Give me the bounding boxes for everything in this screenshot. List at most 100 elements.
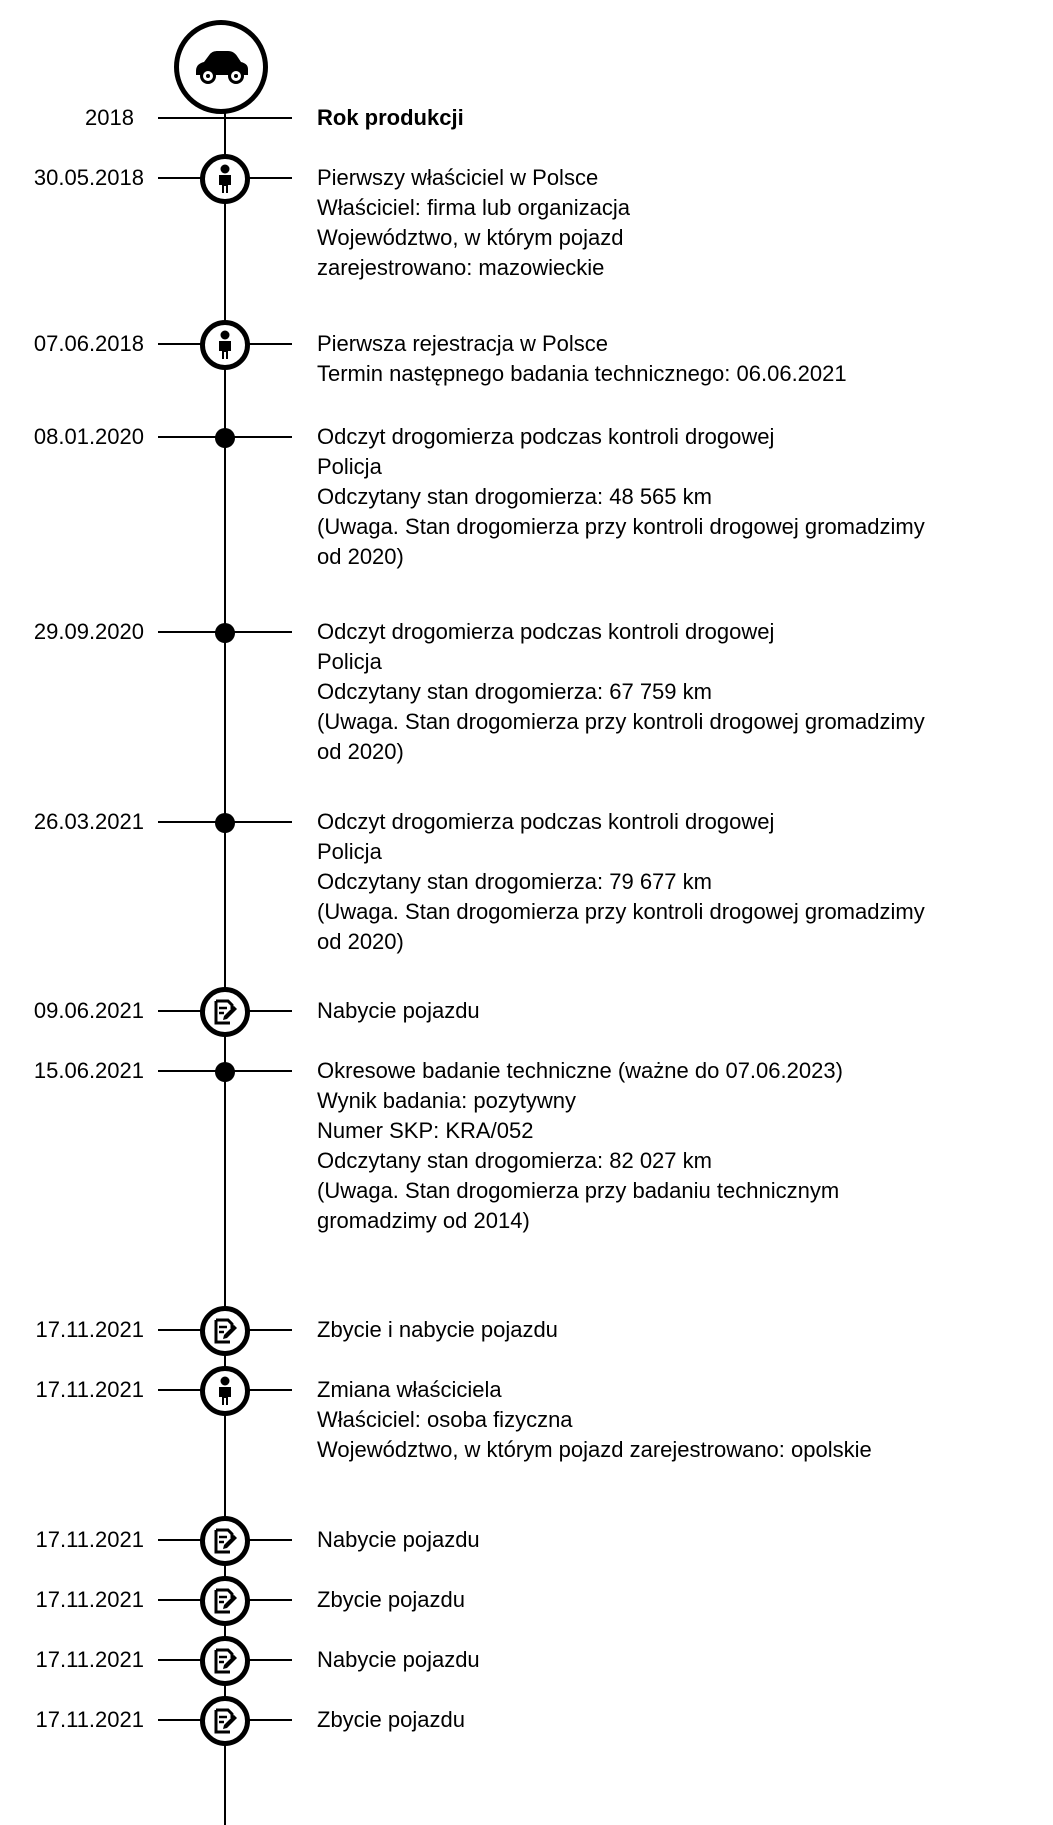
person-icon [200,154,250,204]
person-icon [200,320,250,370]
connector-line [226,177,292,179]
connector-line [226,1539,292,1541]
connector-line [226,631,292,633]
document-edit-icon [200,987,250,1037]
event-date: 07.06.2018 [33,331,144,356]
event-date: 17.11.2021 [35,1587,144,1612]
connector-line [158,1599,224,1601]
connector-line [226,1389,292,1391]
event-date: 15.06.2021 [33,1058,144,1083]
event-description: Nabycie pojazdu [317,1525,1037,1555]
connector-line [158,1659,224,1661]
event-description: Nabycie pojazdu [317,996,1037,1026]
description-line: Województwo, w którym pojazd [317,225,624,250]
connector-line [226,436,292,438]
description-line: Policja [317,454,382,479]
description-line: od 2020) [317,739,404,764]
description-line: Województwo, w którym pojazd zarejestrow… [317,1437,872,1462]
connector-line [226,1329,292,1331]
dot-marker [215,1062,235,1082]
connector-line [158,1719,224,1721]
event-description: Nabycie pojazdu [317,1645,1037,1675]
description-line: zarejestrowano: mazowieckie [317,255,605,280]
event-date: 09.06.2021 [33,998,144,1023]
event-description: Odczyt drogomierza podczas kontroli drog… [317,807,1037,957]
description-line: Zbycie i nabycie pojazdu [317,1317,558,1342]
event-description: Odczyt drogomierza podczas kontroli drog… [317,422,1037,572]
connector-line [158,1539,224,1541]
description-line: (Uwaga. Stan drogomierza przy kontroli d… [317,899,925,924]
connector-line [226,1010,292,1012]
connector-line [226,1719,292,1721]
connector-line [158,1070,224,1072]
connector-line [158,631,224,633]
description-line: Odczyt drogomierza podczas kontroli drog… [317,619,775,644]
description-line: Zbycie pojazdu [317,1707,465,1732]
event-date: 29.09.2020 [33,619,144,644]
description-line: Numer SKP: KRA/052 [317,1118,534,1143]
description-line: gromadzimy od 2014) [317,1208,530,1233]
connector-line [226,343,292,345]
dot-marker [215,813,235,833]
connector-line [158,1329,224,1331]
timeline-vertical-line [224,110,226,1825]
description-line: Policja [317,649,382,674]
description-line: Policja [317,839,382,864]
event-description: Zbycie pojazdu [317,1705,1037,1735]
document-edit-icon [200,1636,250,1686]
event-description: Rok produkcji [317,103,1037,133]
description-line: Pierwsza rejestracja w Polsce [317,331,608,356]
connector-line [158,1010,224,1012]
dot-marker [215,428,235,448]
description-line: Wynik badania: pozytywny [317,1088,577,1113]
description-line: Nabycie pojazdu [317,998,480,1023]
event-date: 26.03.2021 [33,809,144,834]
description-line: Zbycie pojazdu [317,1587,465,1612]
description-line: Odczytany stan drogomierza: 79 677 km [317,869,712,894]
person-icon [200,1366,250,1416]
connector-line [158,117,292,119]
description-line: Rok produkcji [317,105,464,130]
event-date: 30.05.2018 [33,165,144,190]
connector-line [226,1599,292,1601]
dot-marker [215,623,235,643]
description-line: (Uwaga. Stan drogomierza przy badaniu te… [317,1178,840,1203]
description-line: Termin następnego badania technicznego: … [317,361,847,386]
event-date: 17.11.2021 [35,1647,144,1672]
description-line: Odczytany stan drogomierza: 67 759 km [317,679,712,704]
description-line: Odczyt drogomierza podczas kontroli drog… [317,809,775,834]
description-line: Właściciel: firma lub organizacja [317,195,630,220]
event-date: 17.11.2021 [35,1527,144,1552]
description-line: Właściciel: osoba fizyczna [317,1407,573,1432]
description-line: Odczytany stan drogomierza: 82 027 km [317,1148,712,1173]
event-description: Okresowe badanie techniczne (ważne do 07… [317,1056,1037,1236]
connector-line [226,821,292,823]
connector-line [158,343,224,345]
document-edit-icon [200,1516,250,1566]
event-description: Odczyt drogomierza podczas kontroli drog… [317,617,1037,767]
event-description: Zbycie i nabycie pojazdu [317,1315,1037,1345]
connector-line [158,177,224,179]
connector-line [158,1389,224,1391]
event-date: 17.11.2021 [35,1707,144,1732]
document-edit-icon [200,1576,250,1626]
event-date: 17.11.2021 [35,1377,144,1402]
document-edit-icon [200,1696,250,1746]
description-line: (Uwaga. Stan drogomierza przy kontroli d… [317,709,925,734]
event-date: 2018 [85,105,134,130]
connector-line [158,821,224,823]
description-line: od 2020) [317,929,404,954]
description-line: od 2020) [317,544,404,569]
description-line: Nabycie pojazdu [317,1527,480,1552]
description-line: (Uwaga. Stan drogomierza przy kontroli d… [317,514,925,539]
event-date: 17.11.2021 [35,1317,144,1342]
description-line: Nabycie pojazdu [317,1647,480,1672]
event-date: 08.01.2020 [33,424,144,449]
connector-line [158,436,224,438]
connector-line [226,1659,292,1661]
description-line: Okresowe badanie techniczne (ważne do 07… [317,1058,843,1083]
